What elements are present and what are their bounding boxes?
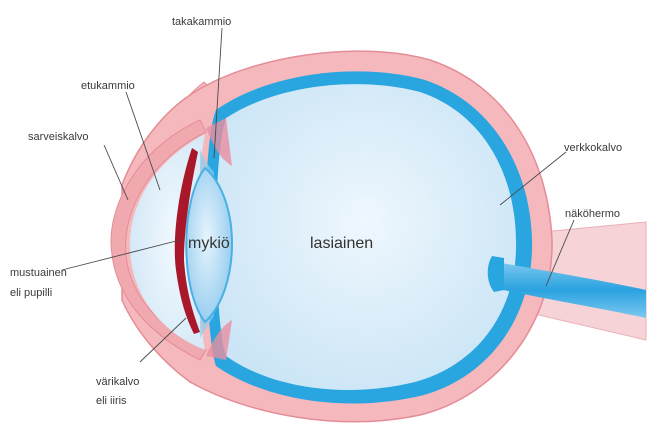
label-mustuainen-line2: eli pupilli <box>10 287 52 299</box>
label-etukammio: etukammio <box>81 80 135 92</box>
label-mykio: mykiö <box>188 235 230 252</box>
label-takakammio: takakammio <box>172 16 231 28</box>
label-verkkokalvo: verkkokalvo <box>564 142 622 154</box>
label-sarveiskalvo: sarveiskalvo <box>28 131 89 143</box>
leader-sarveiskalvo <box>104 145 128 200</box>
label-lasiainen: lasiainen <box>310 235 373 252</box>
label-mustuainen-line1: mustuainen <box>10 267 67 279</box>
label-varikalvo-line1: värikalvo <box>96 376 139 388</box>
label-nakohermo: näköhermo <box>565 208 620 220</box>
label-varikalvo-line2: eli iiris <box>96 395 127 407</box>
